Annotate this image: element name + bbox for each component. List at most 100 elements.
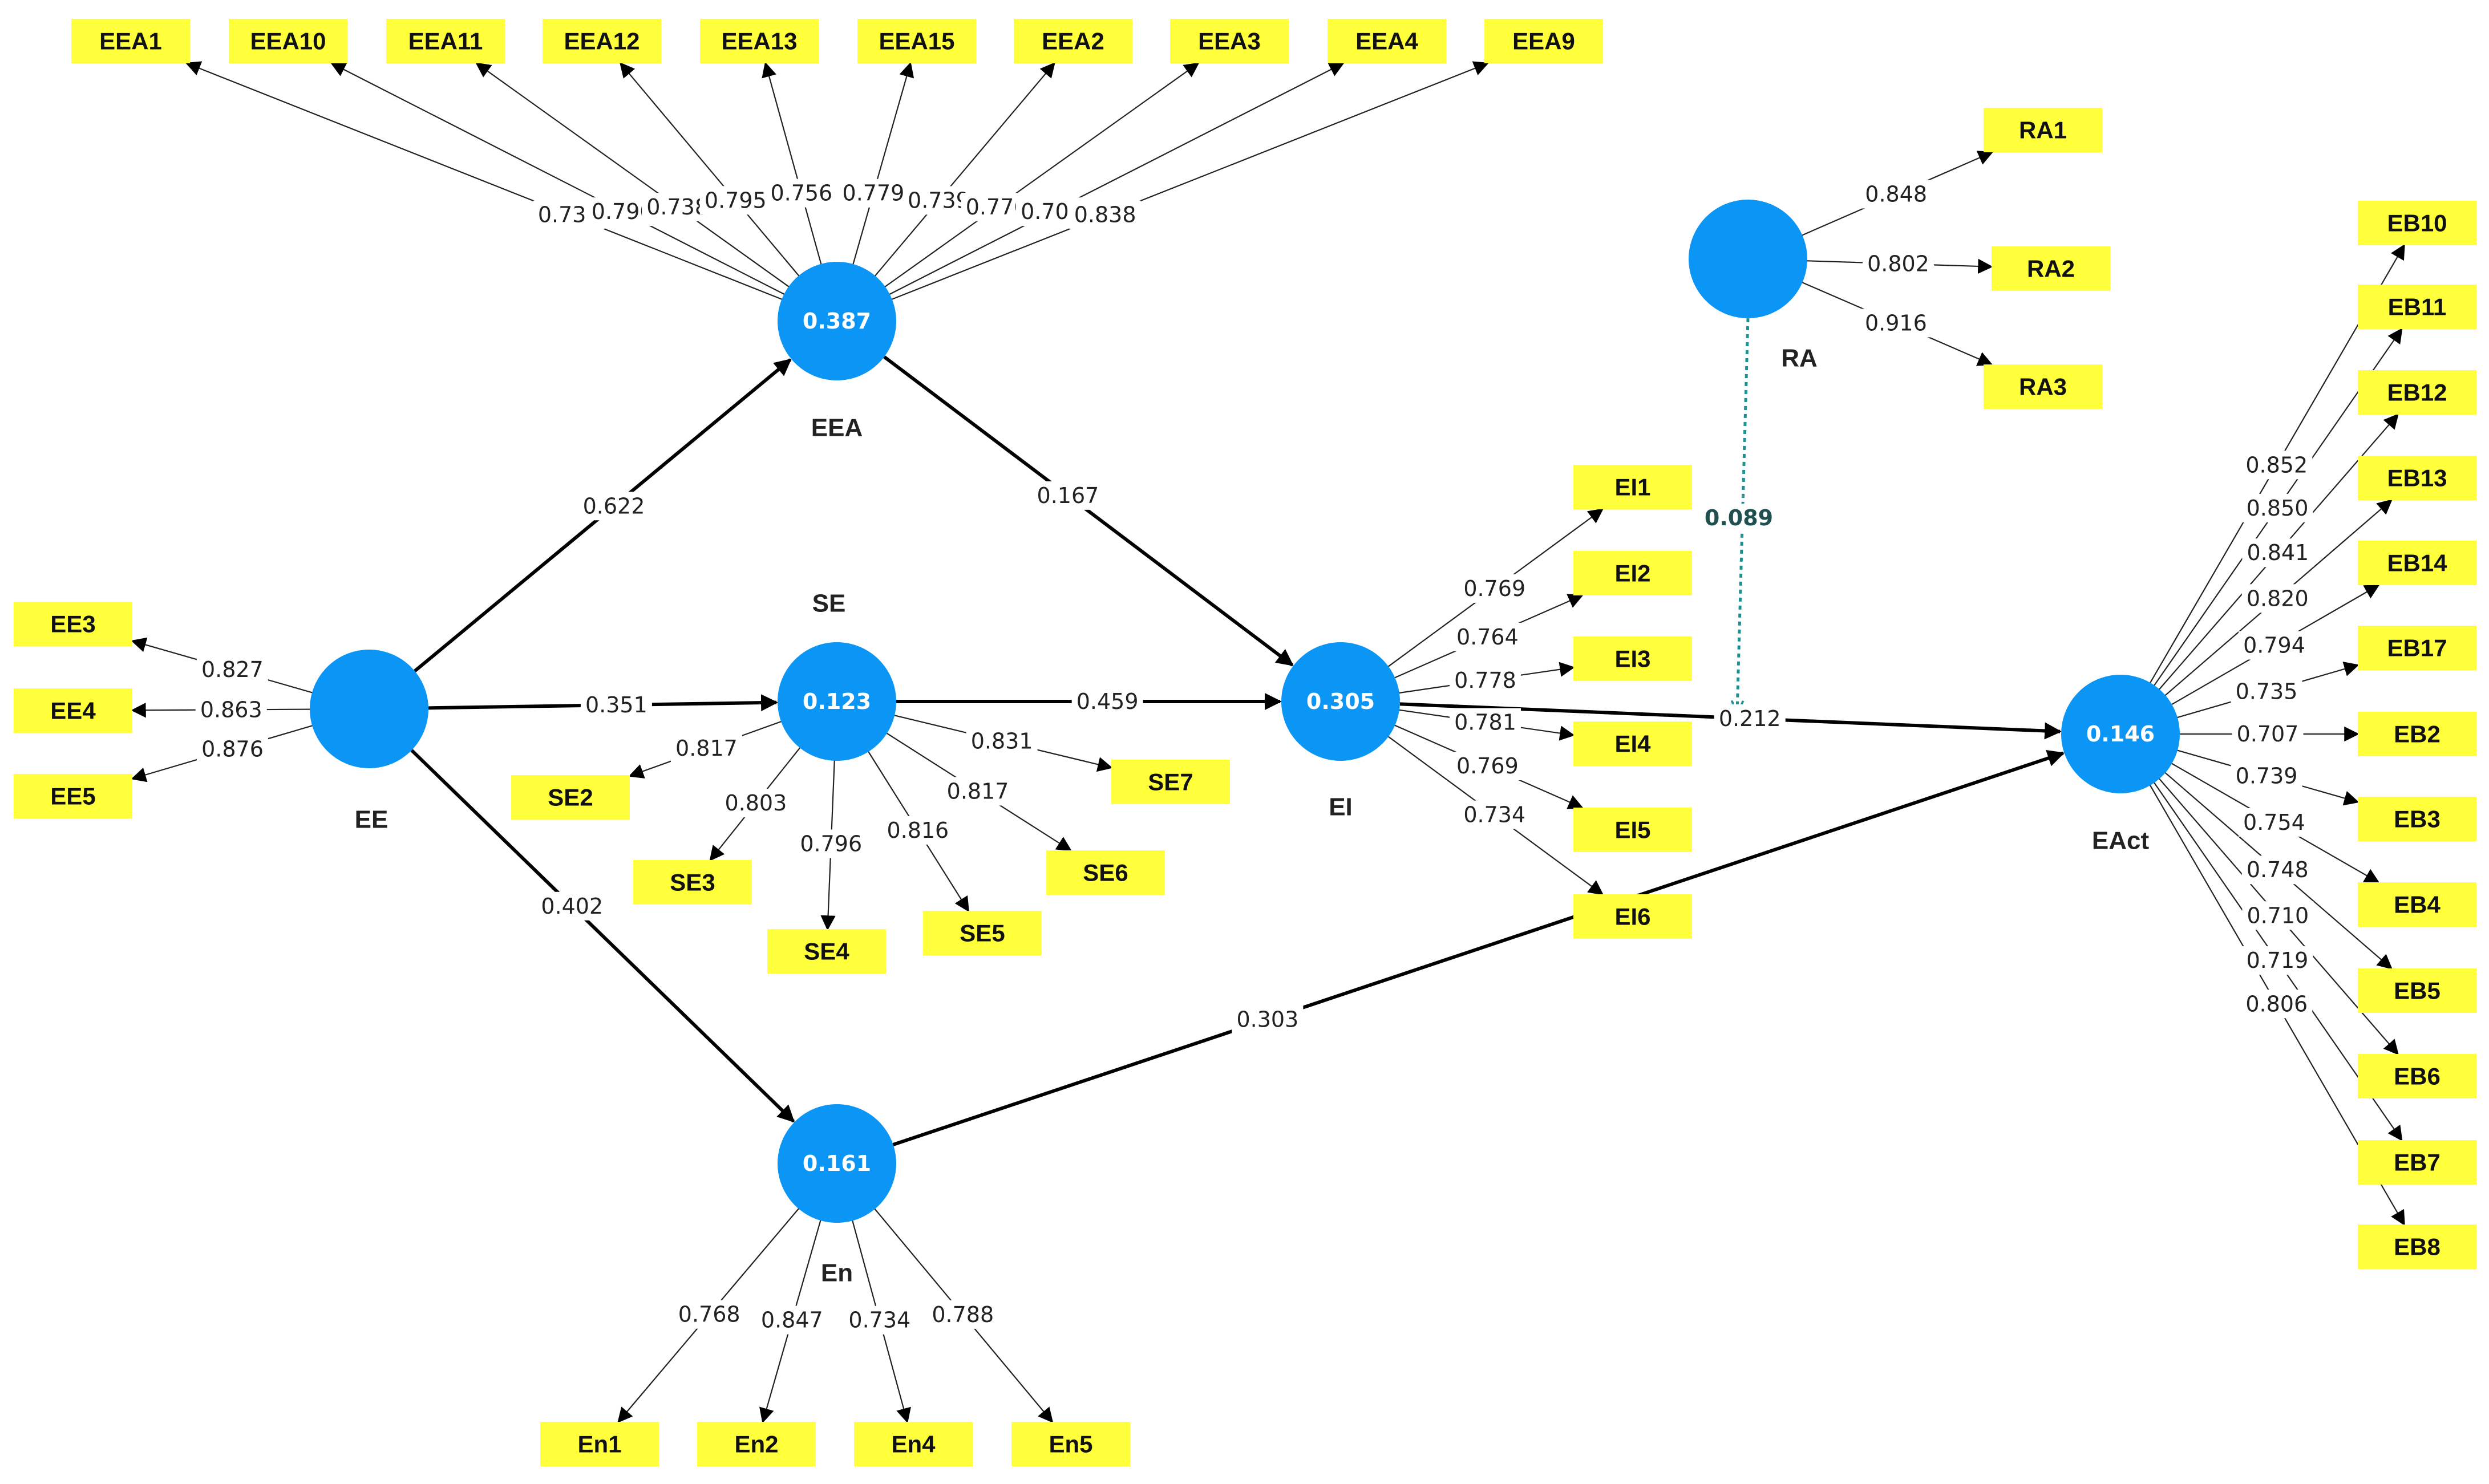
- label-background: [1232, 1005, 1304, 1034]
- loading-label-eea9: 0.838: [1069, 200, 1141, 229]
- label-background: [196, 655, 268, 684]
- indicator-ei5: EI5: [1573, 808, 1692, 852]
- path-coefficient-se-ei: 0.459: [1071, 687, 1143, 716]
- label-background: [578, 492, 650, 521]
- label-background: [195, 695, 267, 724]
- indicator-box: [1573, 636, 1692, 681]
- loading-label-se3-text: 0.803: [725, 790, 787, 816]
- loading-label-eb17-text: 0.735: [2236, 679, 2298, 704]
- indicator-label: SE4: [804, 938, 849, 965]
- loading-label-se6-text: 0.817: [947, 779, 1009, 804]
- indicator-box: [2358, 797, 2476, 841]
- label-background: [2241, 855, 2313, 885]
- loading-label-en2: 0.847: [756, 1305, 828, 1335]
- indicator-label: RA1: [2019, 117, 2067, 144]
- indicator-label: EB6: [2394, 1063, 2441, 1090]
- indicator-eb8: EB8: [2358, 1224, 2476, 1269]
- indicator-label: EEA3: [1198, 28, 1261, 55]
- label-background: [670, 734, 742, 763]
- indicator-label: EEA13: [721, 28, 797, 55]
- label-background: [536, 891, 608, 921]
- indicator-eea12: EEA12: [543, 19, 661, 63]
- indicator-se4: SE4: [767, 929, 886, 974]
- indicator-box: [71, 19, 190, 63]
- construct-name: EE: [355, 806, 388, 834]
- indicator-label: EEA2: [1042, 28, 1104, 55]
- loading-label-eb7-text: 0.719: [2247, 948, 2309, 973]
- label-background: [196, 735, 268, 764]
- loading-label-ei3: 0.778: [1449, 666, 1521, 695]
- construct-ei: 0.305: [1281, 642, 1400, 761]
- indicator-ra1: RA1: [1984, 108, 2102, 152]
- indicator-en2: En2: [697, 1422, 816, 1466]
- indicator-box: [1046, 850, 1165, 895]
- loading-label-ei5-text: 0.769: [1456, 753, 1519, 779]
- loading-label-eb2: 0.707: [2232, 720, 2304, 748]
- indicator-eea11: EEA11: [386, 19, 505, 63]
- loading-label-eea13-text: 0.756: [770, 181, 832, 206]
- label-background: [927, 1300, 999, 1329]
- loading-label-eb11: 0.850: [2241, 493, 2313, 522]
- indicator-eea1: EEA1: [71, 19, 190, 63]
- loading-label-se6: 0.817: [942, 777, 1014, 806]
- indicator-box: [1573, 808, 1692, 852]
- indicator-box: [767, 929, 886, 974]
- label-background: [942, 777, 1014, 806]
- indicator-label: EB12: [2387, 379, 2447, 406]
- loading-label-eb5: 0.748: [2241, 855, 2313, 885]
- loading-label-eb2-text: 0.707: [2237, 721, 2299, 747]
- loading-label-ee4-text: 0.863: [200, 697, 262, 722]
- indicator-eea3: EEA3: [1170, 19, 1289, 63]
- construct-name: EI: [1329, 793, 1353, 821]
- indicator-box: [1573, 721, 1692, 766]
- loading-label-se3: 0.803: [720, 789, 792, 818]
- construct-eea: 0.387: [778, 262, 896, 380]
- indicator-label: EB13: [2387, 465, 2447, 492]
- indicator-box: [511, 775, 630, 820]
- indicator-box: [14, 774, 132, 818]
- loading-label-ee3: 0.827: [196, 655, 268, 684]
- label-background: [2241, 946, 2313, 975]
- construct-ee: [310, 650, 428, 768]
- indicator-box: [2358, 1224, 2476, 1269]
- indicator-ee5: EE5: [14, 774, 132, 818]
- indicator-eb12: EB12: [2358, 370, 2476, 415]
- label-background: [2241, 493, 2313, 522]
- label-background: [844, 1305, 916, 1335]
- indicator-box: [229, 19, 347, 63]
- path-edge-eea-ei: [883, 355, 1294, 667]
- label-background: [1449, 666, 1521, 695]
- indicator-box: [857, 19, 976, 63]
- path-coefficient-en-eact-text: 0.303: [1236, 1007, 1298, 1032]
- indicator-box: [633, 860, 752, 905]
- loading-label-eea15-text: 0.779: [843, 181, 905, 206]
- indicator-box: [386, 19, 505, 63]
- indicator-box: [2358, 541, 2476, 585]
- indicator-label: EB3: [2394, 806, 2441, 833]
- label-background: [766, 179, 837, 208]
- indicator-eea15: EEA15: [857, 19, 976, 63]
- indicator-se6: SE6: [1046, 850, 1165, 895]
- path-coefficient-ee-eea: 0.622: [578, 492, 650, 521]
- loading-label-eb14-text: 0.794: [2243, 633, 2305, 658]
- loading-label-en5-text: 0.788: [932, 1302, 994, 1327]
- indicator-label: EEA11: [408, 28, 483, 55]
- label-background: [1459, 800, 1531, 829]
- indicator-label: EB2: [2394, 721, 2441, 748]
- moderation-coefficient: 0.089: [1703, 504, 1775, 532]
- construct-name: En: [821, 1259, 853, 1287]
- indicator-se5: SE5: [923, 911, 1042, 955]
- loading-label-eb12-text: 0.841: [2247, 540, 2309, 565]
- loading-label-eb10-text: 0.852: [2245, 452, 2308, 477]
- loading-edge-eea12: [620, 62, 801, 278]
- path-coefficient-en-eact: 0.303: [1232, 1005, 1304, 1034]
- loading-label-ei2: 0.764: [1451, 622, 1523, 651]
- label-background: [756, 1305, 828, 1335]
- construct-circle: [2061, 675, 2180, 793]
- construct-name: EEA: [811, 414, 863, 442]
- path-coefficient-ee-se-text: 0.351: [585, 692, 647, 717]
- loading-label-en2-text: 0.847: [761, 1308, 823, 1333]
- loading-edge-eea3: [883, 62, 1200, 289]
